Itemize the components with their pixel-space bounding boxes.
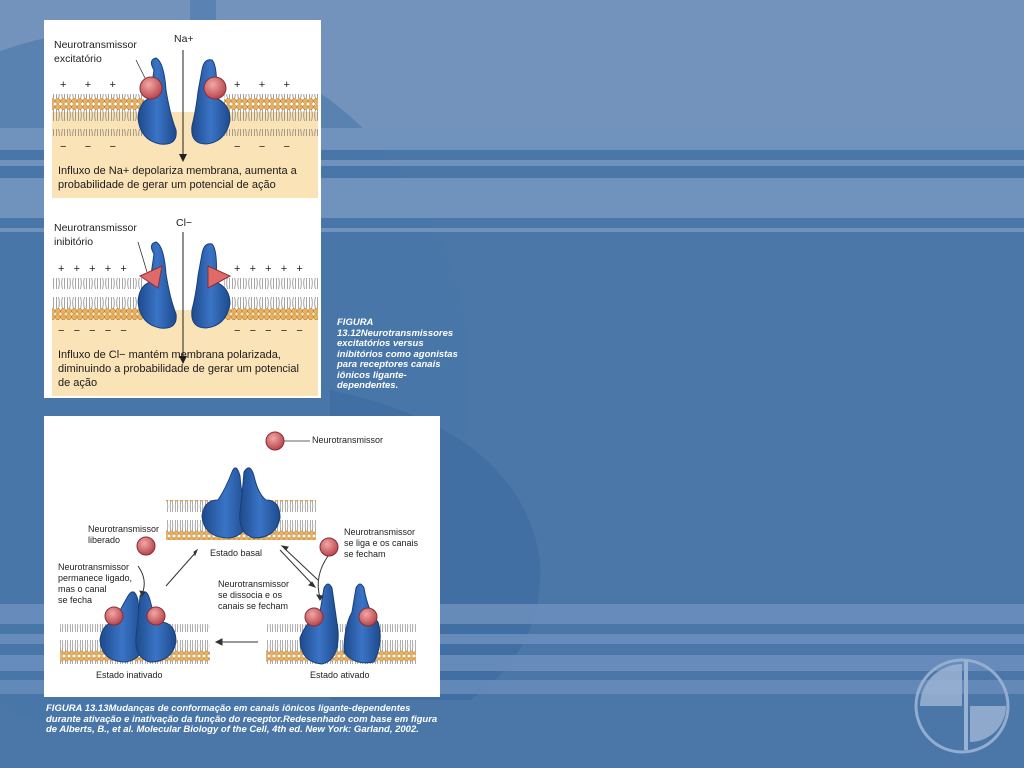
sodium-ion-label: Na+ [174, 33, 194, 45]
inhibitory-caption: Influxo de Cl− mantém membrana polarizad… [58, 349, 299, 389]
svg-text:− − −: − − − [234, 141, 290, 153]
excitatory-caption: Influxo de Na+ depolariza membrana, aume… [58, 165, 297, 191]
figure-13-12-caption: FIGURA 13.12Neurotransmissores excitatór… [337, 317, 458, 391]
note-binds: Neurotransmissor se liga e os canais se … [344, 527, 419, 559]
svg-text:+ + +: + + + [234, 79, 290, 91]
svg-text:− − − − −: − − − − − [58, 325, 127, 337]
note-remains: Neurotransmissor permanece ligado, mas o… [58, 562, 133, 605]
neurotransmitter-ball-icon [139, 76, 163, 100]
inhibitor-triangle-icon [138, 265, 163, 289]
activated-state-label: Estado ativado [310, 670, 370, 680]
basal-state-label: Estado basal [210, 548, 263, 558]
svg-text:+ + + + +: + + + + + [234, 263, 303, 275]
figure-13-13-panel: Neurotransmissor Estado basal Estado ati… [44, 416, 440, 697]
ion-channel-open [137, 57, 231, 145]
chloride-ion-label: Cl− [176, 217, 193, 229]
receptor-cycle-diagram [60, 431, 416, 665]
publisher-logo-icon [914, 658, 1010, 754]
svg-text:+ + + + +: + + + + + [58, 263, 127, 275]
svg-text:− − −: − − − [60, 141, 116, 153]
channel-basal-state [201, 467, 281, 539]
excitatory-inhibitory-diagram: + + + + + + − − − − − − + + + + + + + + … [52, 50, 318, 396]
note-released: Neurotransmissor liberado [88, 524, 160, 545]
cycle-arrows [137, 545, 329, 646]
inhibitory-neurotransmitter-label: Neurotransmissor inibitório [54, 222, 137, 248]
channel-inactivated-state [99, 591, 177, 663]
note-dissociates: Neurotransmissor se dissocia e os canais… [218, 579, 290, 611]
inactivated-state-label: Estado inativado [96, 670, 163, 680]
legend-neurotransmitter-icon [265, 431, 285, 451]
excitatory-neurotransmitter-label: Neurotransmissor excitatório [54, 39, 137, 65]
figure-13-13-caption: FIGURA 13.13Mudanças de conformação em c… [46, 703, 438, 735]
svg-text:− − − − −: − − − − − [234, 325, 303, 337]
plus-signs-top: + + + [60, 79, 116, 91]
legend-label: Neurotransmissor [312, 435, 384, 445]
figure-13-12-panel: + + + + + + − − − − − − + + + + + + + + … [44, 20, 321, 398]
